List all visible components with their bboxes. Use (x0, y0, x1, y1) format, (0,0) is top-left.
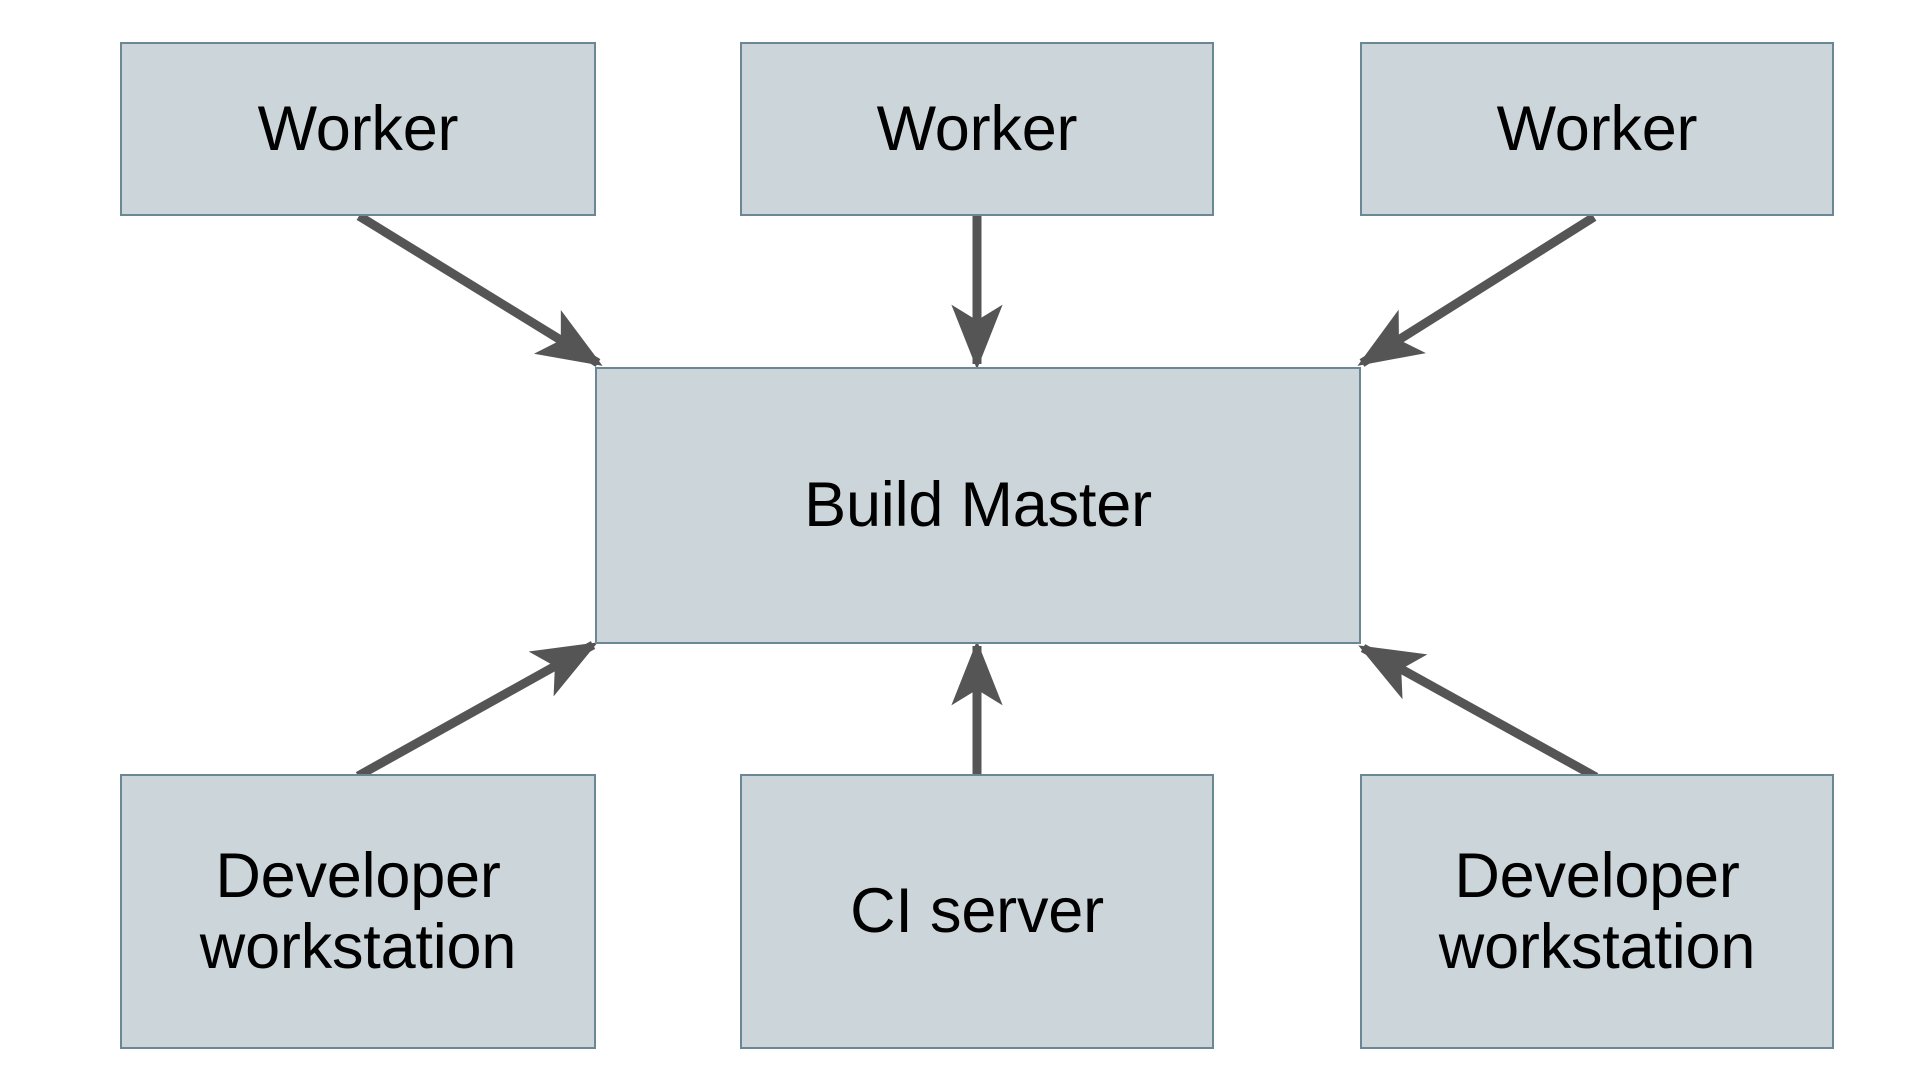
node-worker-1[interactable]: Worker (120, 42, 596, 216)
node-worker-3-label: Worker (1496, 93, 1698, 164)
edge-worker-3-to-master (1357, 213, 1597, 367)
node-worker-2[interactable]: Worker (740, 42, 1214, 216)
node-developer-workstation-right[interactable]: Developer workstation (1360, 774, 1834, 1049)
node-ci-server[interactable]: CI server (740, 774, 1214, 1049)
edge-devws-left-to-master (355, 641, 598, 780)
node-build-master-label: Build Master (804, 470, 1152, 541)
node-ci-server-label: CI server (850, 876, 1104, 947)
edge-devws-right-to-master (1358, 644, 1599, 781)
node-worker-2-label: Worker (876, 93, 1078, 164)
node-worker-3[interactable]: Worker (1360, 42, 1834, 216)
edge-worker-1-to-master (356, 212, 603, 367)
node-build-master[interactable]: Build Master (595, 367, 1361, 644)
node-developer-workstation-right-label: Developer workstation (1438, 840, 1756, 982)
node-developer-workstation-left-label: Developer workstation (199, 840, 517, 982)
node-worker-1-label: Worker (257, 93, 459, 164)
node-developer-workstation-left[interactable]: Developer workstation (120, 774, 596, 1049)
